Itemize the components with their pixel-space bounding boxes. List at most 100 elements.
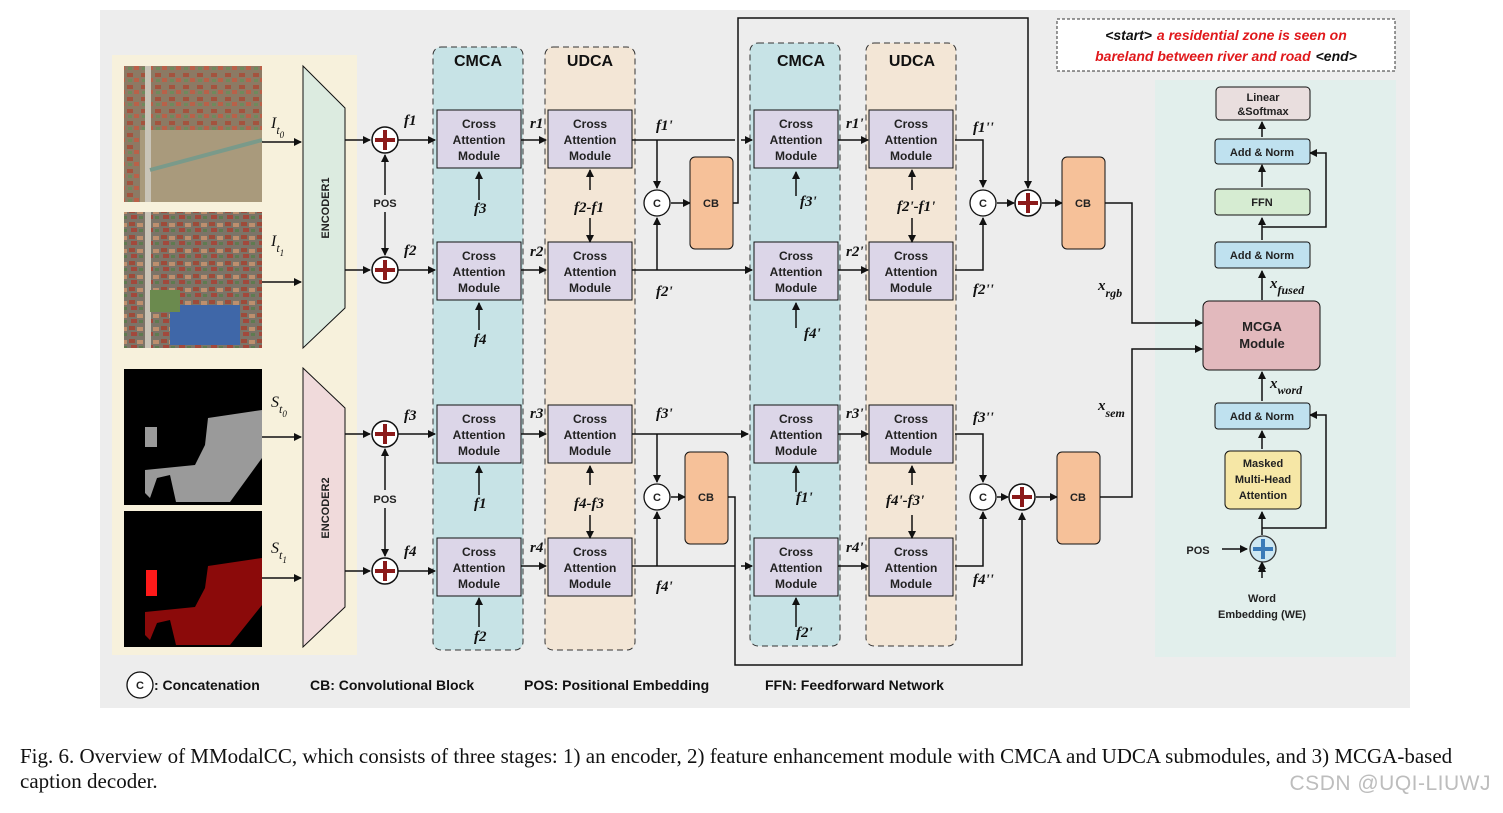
concat-1: C <box>643 189 671 217</box>
svg-text:f1'': f1'' <box>973 120 994 136</box>
svg-text:Attention: Attention <box>453 133 506 147</box>
input-label-i-t0: It0 <box>270 115 285 140</box>
svg-text:f4'': f4'' <box>973 572 994 588</box>
svg-text:Linear: Linear <box>1246 92 1280 104</box>
image-t1 <box>124 212 262 348</box>
svg-text:Module: Module <box>458 577 500 591</box>
svg-text:xfused: xfused <box>1269 276 1305 297</box>
svg-text:f4': f4' <box>804 326 821 342</box>
svg-text:f2'-f1': f2'-f1' <box>897 199 935 215</box>
svg-text:Attention: Attention <box>564 428 617 442</box>
x-rgb-label: xrgb <box>1097 278 1122 300</box>
svg-text:f2'': f2'' <box>973 282 994 298</box>
svg-text:Module: Module <box>890 281 932 295</box>
x-sem-label: xsem <box>1097 398 1125 420</box>
svg-text:<start>a residential zone is s: <start>a residential zone is seen on <box>1105 27 1347 43</box>
svg-text:Module: Module <box>890 149 932 163</box>
svg-text:Word: Word <box>1248 593 1276 605</box>
svg-text:f3: f3 <box>404 408 417 424</box>
svg-text:f1: f1 <box>404 113 417 129</box>
svg-text:Attention: Attention <box>564 265 617 279</box>
semantic-map-t1 <box>124 511 262 647</box>
pos-add-f1 <box>371 126 399 154</box>
svg-text:Attention: Attention <box>453 561 506 575</box>
residual-add-bottom <box>1008 483 1036 511</box>
svg-text:r2': r2' <box>846 244 864 260</box>
svg-text:f1: f1 <box>474 496 487 512</box>
svg-text:Attention: Attention <box>564 561 617 575</box>
svg-text:Cross: Cross <box>894 249 928 263</box>
svg-text:xsem: xsem <box>1097 398 1125 420</box>
cmca-title-1: CMCA <box>454 53 502 70</box>
legend-concat: : Concatenation <box>154 677 260 693</box>
svg-text:C: C <box>653 198 661 210</box>
svg-text:FFN: FFN <box>1251 197 1272 209</box>
legend-pos: POS: Positional Embedding <box>524 677 709 693</box>
svg-text:Module: Module <box>775 444 817 458</box>
semantic-map-t0 <box>124 369 262 505</box>
svg-text:Cross: Cross <box>894 117 928 131</box>
svg-text:Multi-Head: Multi-Head <box>1235 474 1291 486</box>
svg-text:Attention: Attention <box>885 428 938 442</box>
svg-text:f3: f3 <box>474 201 487 217</box>
udca-column-1 <box>544 46 636 651</box>
svg-text:Add & Norm: Add & Norm <box>1230 147 1294 159</box>
svg-text:Cross: Cross <box>462 117 496 131</box>
pos-add-f4 <box>371 557 399 585</box>
svg-text:St0: St0 <box>271 394 287 419</box>
svg-text:CB: CB <box>698 492 714 504</box>
figure-caption: Fig. 6. Overview of MModalCC, which cons… <box>20 744 1453 793</box>
svg-text:ENCODER2: ENCODER2 <box>320 477 332 538</box>
udca-title-1: UDCA <box>567 53 614 70</box>
svg-text:Module: Module <box>775 149 817 163</box>
svg-text:Add & Norm: Add & Norm <box>1230 411 1294 423</box>
svg-text:r2: r2 <box>530 244 544 260</box>
svg-text:Embedding (WE): Embedding (WE) <box>1218 609 1306 621</box>
cmca-column-2 <box>749 42 841 647</box>
svg-text:It0: It0 <box>270 115 285 140</box>
svg-text:Attention: Attention <box>453 428 506 442</box>
svg-text:Module: Module <box>569 577 611 591</box>
svg-text:f4-f3: f4-f3 <box>574 496 604 512</box>
svg-text:Add & Norm: Add & Norm <box>1230 250 1294 262</box>
svg-text:Module: Module <box>1239 336 1285 351</box>
svg-text:Module: Module <box>458 281 500 295</box>
sample-caption-box: <start>a residential zone is seen on bar… <box>1056 18 1396 72</box>
add-norm-mid: Add & Norm <box>1214 241 1311 269</box>
svg-text:r1': r1' <box>846 116 864 132</box>
svg-text:Attention: Attention <box>885 561 938 575</box>
svg-text:Attention: Attention <box>1239 490 1288 502</box>
svg-text:f3'': f3'' <box>973 410 994 426</box>
svg-text:f2-f1: f2-f1 <box>574 200 604 216</box>
concat-3: C <box>969 189 997 217</box>
svg-text:Cross: Cross <box>573 412 607 426</box>
svg-text:f3': f3' <box>656 406 673 422</box>
svg-text:Cross: Cross <box>462 545 496 559</box>
encoder1: ENCODER1 <box>302 64 346 350</box>
cmca-column-1 <box>432 46 524 651</box>
input-label-s-t1: St1 <box>271 540 287 565</box>
svg-text:Module: Module <box>458 444 500 458</box>
svg-text:Cross: Cross <box>779 117 813 131</box>
input-label-i-t1: It1 <box>270 233 284 258</box>
svg-text:CB: CB <box>1075 198 1091 210</box>
x-fused-label: xfused <box>1269 276 1305 297</box>
svg-text:f2': f2' <box>656 284 673 300</box>
svg-text:f4'-f3': f4'-f3' <box>886 493 924 509</box>
svg-text:Attention: Attention <box>770 561 823 575</box>
svg-text:Module: Module <box>890 444 932 458</box>
svg-text:f2: f2 <box>404 243 417 259</box>
svg-text:xword: xword <box>1269 376 1303 397</box>
svg-text:f2: f2 <box>474 629 487 645</box>
